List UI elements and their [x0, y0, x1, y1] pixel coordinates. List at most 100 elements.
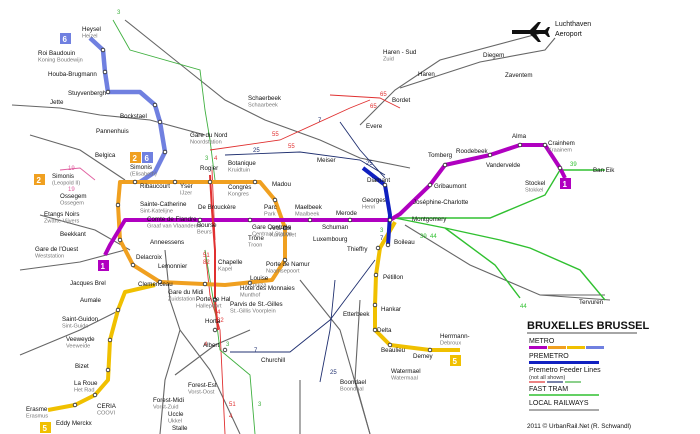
station-delta[interactable]: Delta: [377, 327, 392, 334]
station-dot[interactable]: [282, 225, 288, 231]
station-belgica[interactable]: Belgica: [95, 152, 116, 159]
station-dot[interactable]: [72, 402, 78, 408]
station-dot[interactable]: [157, 119, 163, 125]
station-dot[interactable]: [102, 69, 108, 75]
station-dot[interactable]: [157, 279, 163, 285]
station-dot[interactable]: [487, 152, 493, 158]
station-dot[interactable]: [272, 197, 278, 203]
station-dot[interactable]: [387, 217, 393, 223]
station-dot[interactable]: [130, 262, 136, 268]
station-dot[interactable]: [282, 257, 288, 263]
station-dot[interactable]: [557, 165, 563, 171]
station-simonis-left[interactable]: Simonis(Leopold II): [52, 173, 80, 187]
station-tervuren[interactable]: Tervuren: [579, 299, 604, 306]
station-dot[interactable]: [152, 102, 158, 108]
station-dot[interactable]: [212, 327, 218, 333]
station-dot[interactable]: [252, 179, 258, 185]
station-roodebeek[interactable]: Roodebeek: [456, 148, 489, 155]
station-dot[interactable]: [372, 302, 378, 308]
station-jacques-brel[interactable]: Jacques Brel: [70, 280, 106, 287]
station-horta[interactable]: Horta: [205, 318, 221, 325]
station-meiser[interactable]: Meiser: [317, 157, 336, 164]
station-dot[interactable]: [172, 179, 178, 185]
station-dot[interactable]: [115, 307, 121, 313]
station-thieffry[interactable]: Thieffry: [347, 246, 368, 253]
station-dot[interactable]: [372, 327, 378, 333]
station-dot[interactable]: [385, 242, 391, 248]
station-beaulieu[interactable]: Beaulieu: [381, 347, 406, 354]
station-beekkant[interactable]: Beekkant: [60, 231, 86, 238]
station-joseph-charlotte[interactable]: Joséphine-Charlotte: [413, 199, 469, 206]
station-albert[interactable]: Albert: [203, 342, 219, 349]
station-churchill[interactable]: Churchill: [261, 357, 285, 364]
station-merode[interactable]: Merode: [336, 210, 358, 217]
station-dot[interactable]: [387, 342, 393, 348]
station-dot[interactable]: [105, 367, 111, 373]
station-madou[interactable]: Madou: [272, 181, 291, 188]
station-tomberg[interactable]: Tomberg: [428, 152, 453, 159]
station-pannenhuis[interactable]: Pannenhuis: [96, 128, 129, 135]
station-dot[interactable]: [307, 217, 313, 223]
station-diegem[interactable]: Diegem: [483, 52, 504, 59]
station-demey[interactable]: Demey: [413, 353, 434, 360]
station-schuman[interactable]: Schuman: [322, 224, 349, 231]
station-evere[interactable]: Evere: [366, 123, 383, 130]
station-dot[interactable]: [117, 237, 123, 243]
station-dot[interactable]: [197, 217, 203, 223]
station-aumale[interactable]: Aumale: [80, 297, 102, 304]
station-dot[interactable]: [542, 142, 548, 148]
station-haren[interactable]: Haren: [418, 71, 435, 78]
station-dot[interactable]: [107, 337, 113, 343]
station-eddy-merckx[interactable]: Eddy Merckx: [56, 420, 93, 427]
station-dot[interactable]: [162, 149, 168, 155]
station-ribaucourt[interactable]: Ribaucourt: [140, 183, 170, 190]
station-dot[interactable]: [427, 347, 433, 353]
station-montgomery[interactable]: Montgomery: [412, 216, 447, 223]
station-dot[interactable]: [247, 217, 253, 223]
station-bizet[interactable]: Bizet: [75, 363, 89, 370]
station-anneessens[interactable]: Anneessens: [150, 239, 184, 246]
station-dot[interactable]: [222, 347, 228, 353]
station-clemenceau[interactable]: Clemenceau: [138, 281, 173, 288]
station-petillon[interactable]: Pétillon: [383, 274, 404, 281]
station-houba[interactable]: Houba-Brugmann: [48, 71, 97, 78]
station-alma[interactable]: Alma: [512, 133, 527, 140]
station-dot[interactable]: [375, 245, 381, 251]
station-dot[interactable]: [115, 202, 121, 208]
station-bockstael[interactable]: Bockstael: [120, 113, 147, 120]
station-dot[interactable]: [92, 392, 98, 398]
station-stuyvenbergh[interactable]: Stuyvenbergh: [68, 90, 107, 97]
